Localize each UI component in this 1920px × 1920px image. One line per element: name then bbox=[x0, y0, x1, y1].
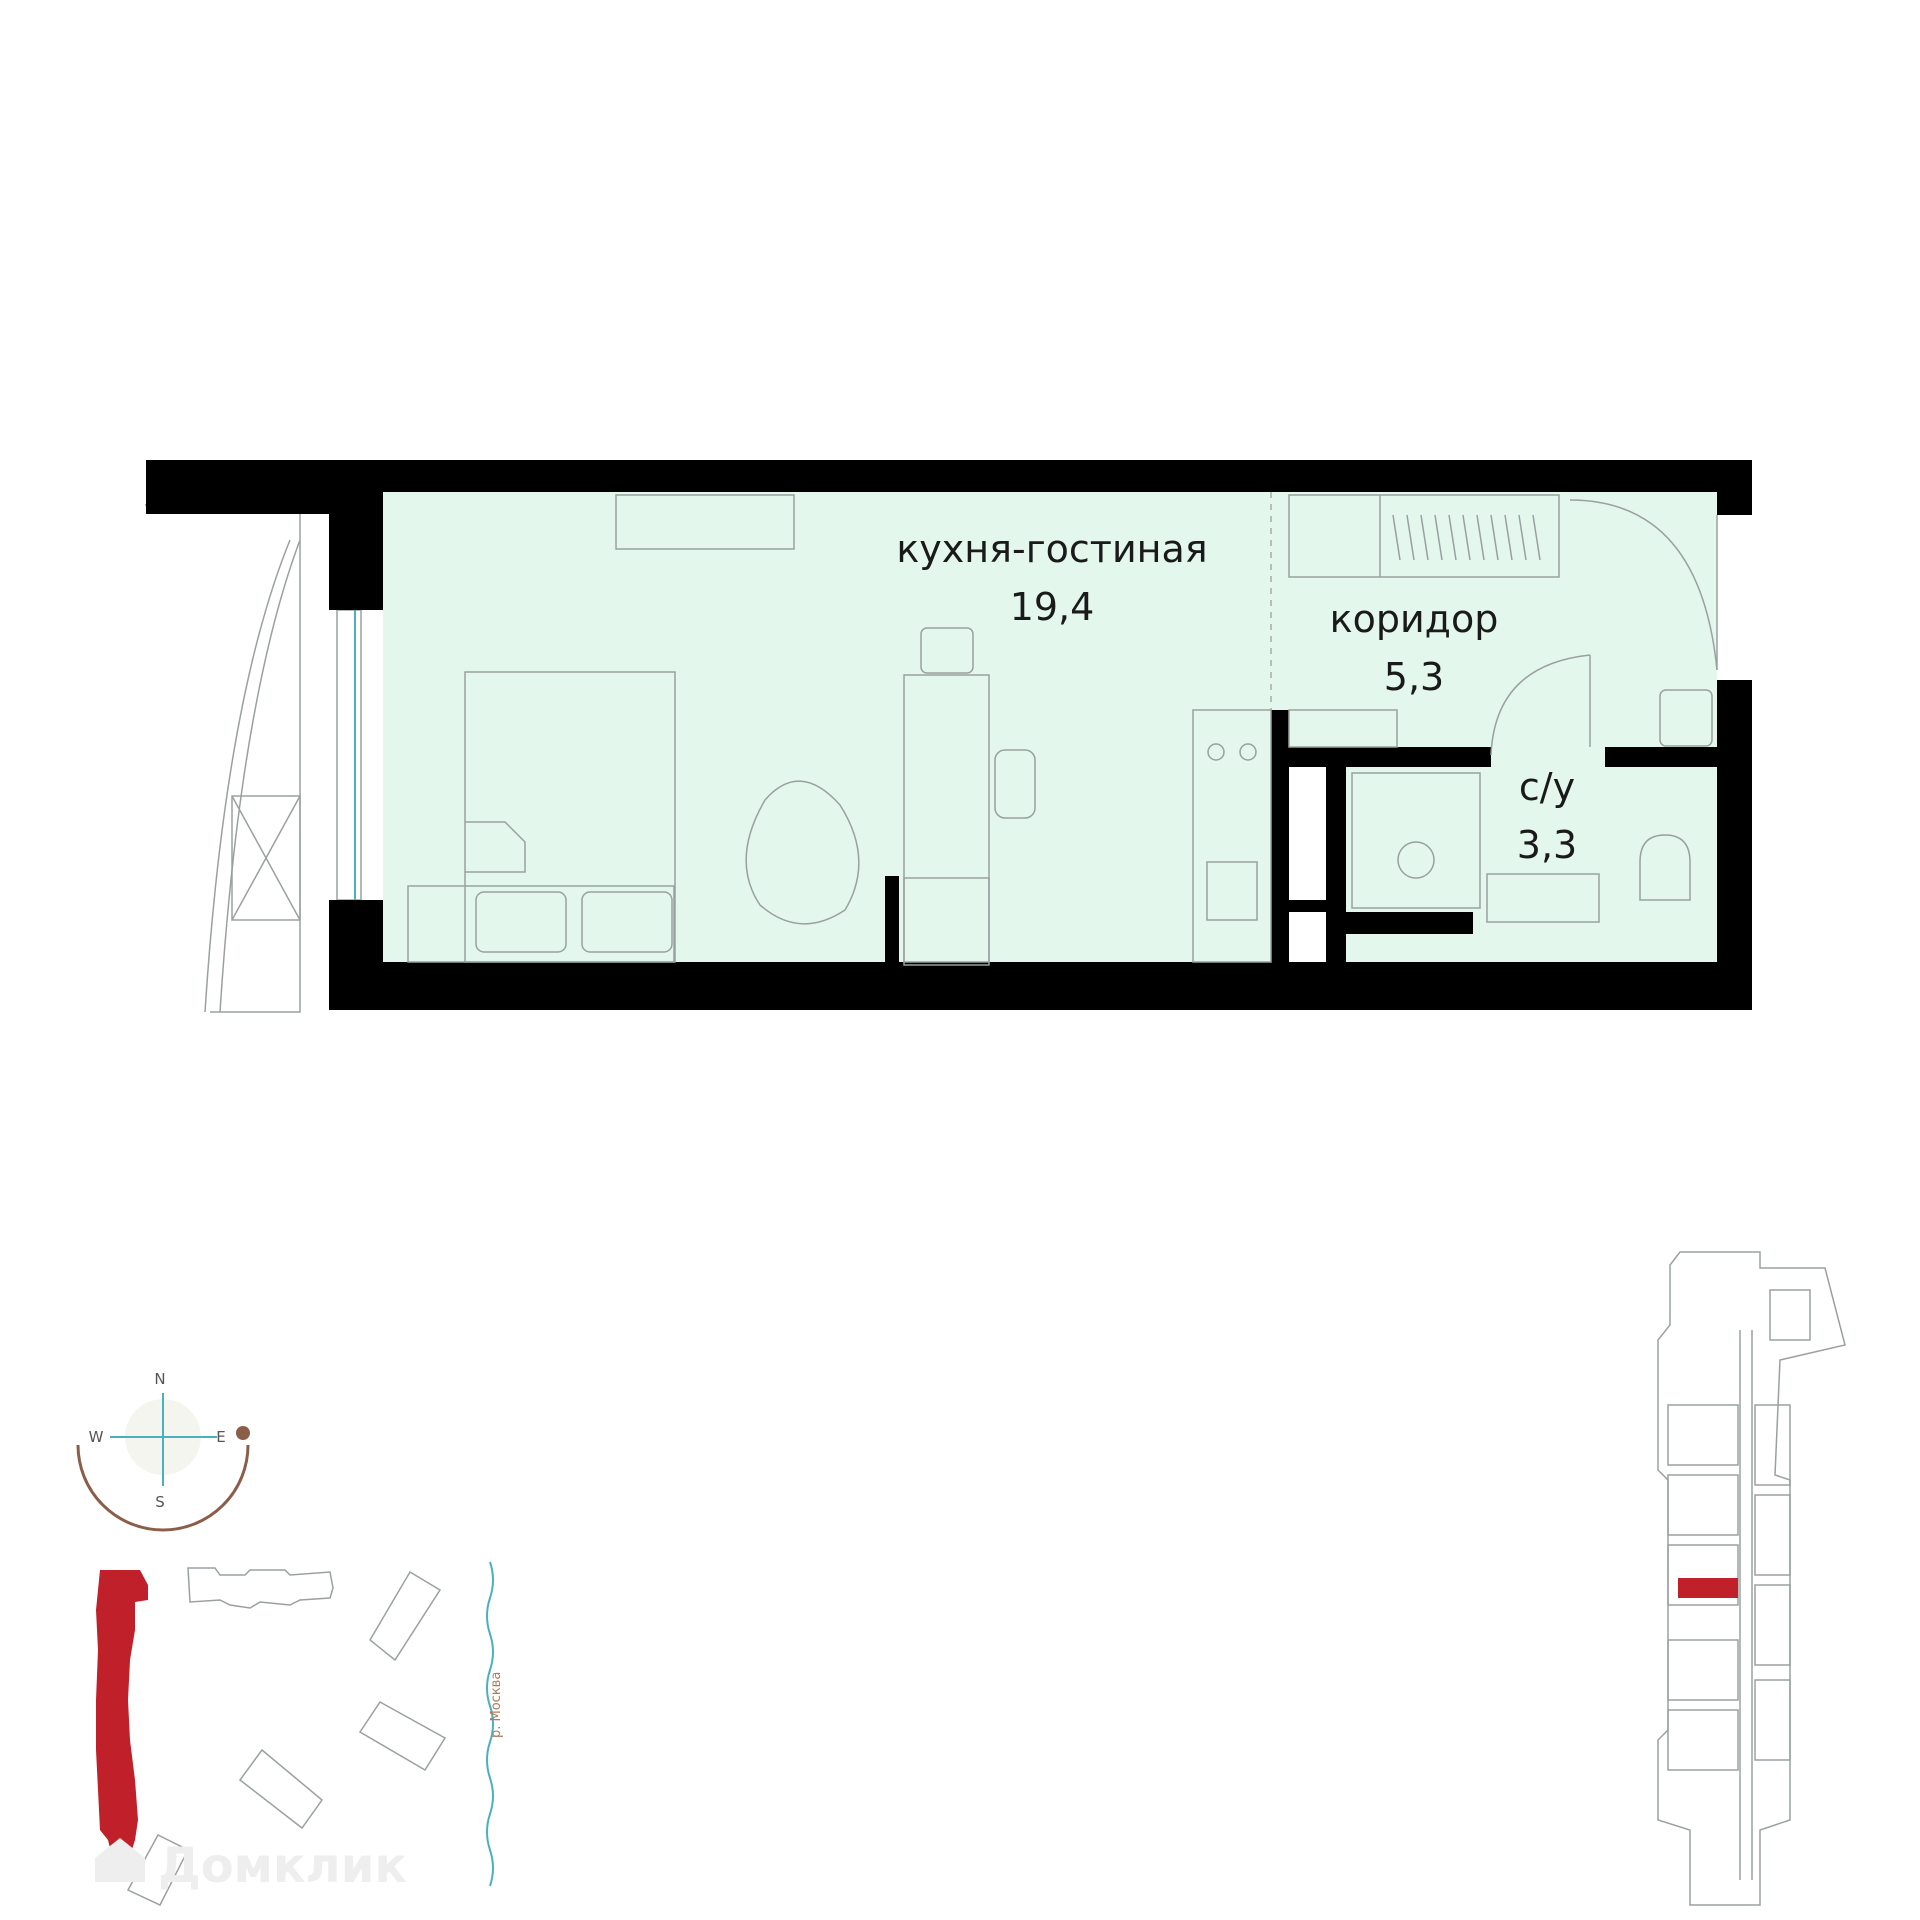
watermark: Домклик bbox=[158, 1838, 407, 1894]
wall-bath-top-left bbox=[1271, 747, 1491, 767]
wall-right-upper bbox=[1717, 460, 1752, 515]
highlighted-apartment bbox=[1678, 1578, 1738, 1598]
wall-bath-top-right bbox=[1605, 747, 1717, 767]
room-labels: кухня-гостиная 19,4 коридор 5,3 с/у 3,3 bbox=[896, 527, 1577, 867]
wall-top bbox=[146, 460, 1752, 492]
compass-south: S bbox=[155, 1493, 165, 1511]
walls bbox=[146, 460, 1752, 1010]
room-area-kitchen-living: 19,4 bbox=[1010, 585, 1095, 629]
building-floorplan bbox=[1657, 1251, 1846, 1906]
wall-left-upper bbox=[329, 460, 383, 610]
room-fill-kitchen-living bbox=[383, 492, 1271, 962]
highlighted-building bbox=[96, 1570, 148, 1856]
wall-corridor-left bbox=[1271, 710, 1289, 970]
wall-shaft-right bbox=[1326, 767, 1346, 962]
room-fills bbox=[383, 492, 1717, 962]
wall-bottom bbox=[329, 962, 1752, 1010]
sun-marker-icon bbox=[236, 1426, 250, 1440]
watermark-house-icon bbox=[95, 1838, 145, 1882]
balcony bbox=[145, 504, 362, 1013]
room-name-kitchen-living: кухня-гостиная bbox=[896, 527, 1207, 571]
furniture bbox=[407, 494, 1718, 966]
compass-north: N bbox=[154, 1370, 165, 1388]
wall-right-lower bbox=[1717, 680, 1752, 1010]
room-name-corridor: коридор bbox=[1330, 597, 1499, 641]
site-plan: р. Москва bbox=[96, 1561, 504, 1906]
wall-top-left-stub bbox=[146, 460, 329, 514]
wall-shaft-mid bbox=[1289, 900, 1326, 912]
wall-partition bbox=[885, 876, 899, 962]
room-name-bathroom: с/у bbox=[1519, 765, 1575, 809]
compass-west: W bbox=[89, 1428, 104, 1446]
wardrobe-top bbox=[615, 494, 795, 550]
room-area-corridor: 5,3 bbox=[1384, 655, 1444, 699]
compass-east: E bbox=[216, 1428, 225, 1446]
wall-bath-bottom-stub bbox=[1345, 912, 1473, 934]
river-label: р. Москва bbox=[489, 1672, 504, 1738]
compass: N S E W bbox=[76, 1370, 250, 1532]
room-area-bathroom: 3,3 bbox=[1517, 823, 1577, 867]
